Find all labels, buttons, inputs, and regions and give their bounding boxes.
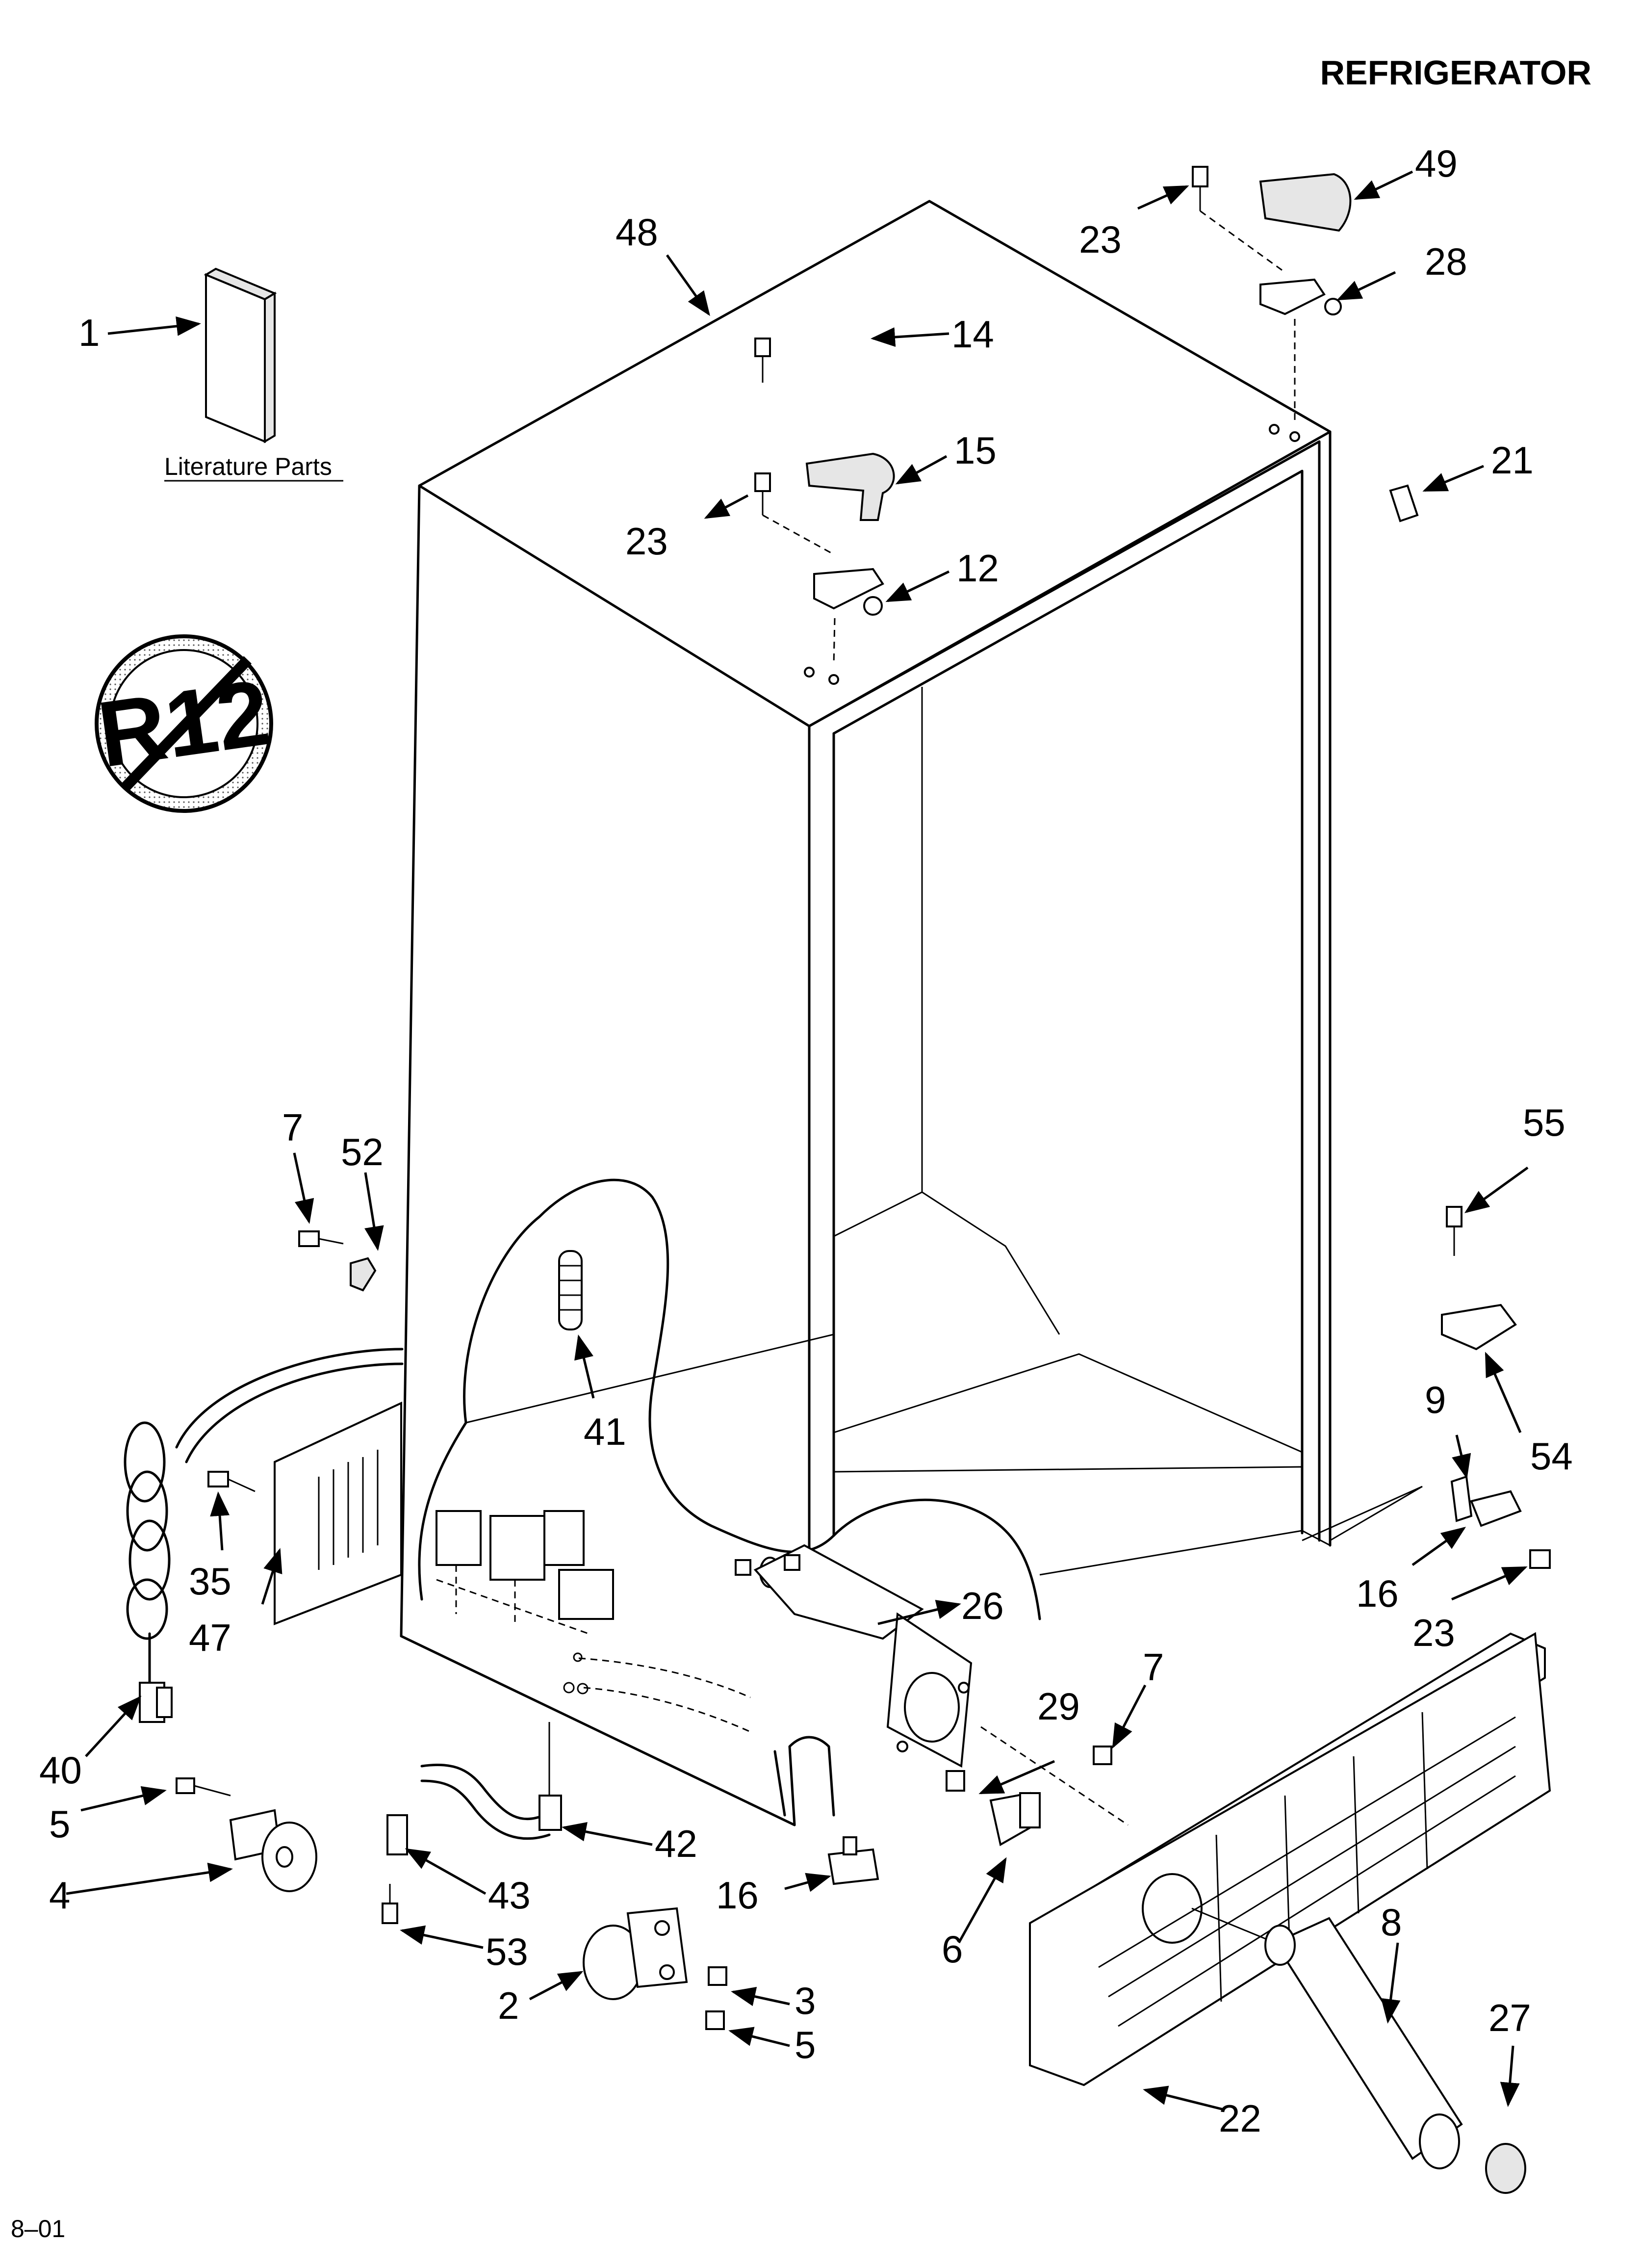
callout-22: 22 (1219, 2097, 1261, 2140)
callout-52: 52 (341, 1130, 384, 1173)
callout-41: 41 (584, 1410, 626, 1453)
water-tube (382, 1722, 562, 1924)
callout-14: 14 (951, 313, 994, 356)
callout-26: 26 (961, 1584, 1004, 1627)
relay-assembly (436, 1510, 614, 1635)
callout-8: 8 (1381, 1901, 1402, 1944)
callout-3: 3 (795, 1979, 816, 2022)
callout-21: 21 (1491, 439, 1534, 482)
callout-28: 28 (1425, 240, 1467, 283)
callout-7-right: 7 (1143, 1645, 1164, 1689)
callout-5-left: 5 (49, 1802, 70, 1846)
no-r12-icon: R12 (92, 634, 276, 813)
top-hinge-left (754, 338, 895, 685)
callout-53: 53 (486, 1930, 528, 1973)
power-cord (124, 1348, 404, 1723)
filter-housing (735, 1544, 973, 1768)
page-code: 8–01 (11, 2215, 65, 2242)
roller-assembly (176, 1777, 317, 1892)
callout-40: 40 (39, 1748, 82, 1792)
callout-47: 47 (189, 1616, 231, 1659)
cabinet (400, 200, 1423, 1638)
callout-9: 9 (1425, 1378, 1446, 1421)
callout-6: 6 (942, 1928, 963, 1971)
rear-leveler (583, 1907, 727, 2030)
filter-cartridge (1191, 1907, 1526, 2194)
callout-54: 54 (1530, 1434, 1573, 1478)
callout-49: 49 (1415, 142, 1458, 185)
callout-7-left: 7 (282, 1106, 303, 1149)
callout-15: 15 (954, 429, 997, 472)
top-hinge-right (1192, 166, 1352, 442)
callout-5-right: 5 (795, 2023, 816, 2066)
leader-arrows (66, 170, 1529, 2111)
spring-part (558, 1250, 583, 1330)
screw-and-clip-7-52 (298, 1230, 377, 1292)
bracket-16-bottom (827, 1836, 879, 1885)
control-cover (207, 1401, 402, 1625)
callout-35: 35 (189, 1560, 231, 1603)
cabinet-cutaway (400, 1178, 1041, 1826)
callout-55: 55 (1523, 1101, 1565, 1144)
callout-23-top: 23 (625, 520, 668, 563)
callout-29: 29 (1037, 1685, 1080, 1728)
callout-12: 12 (956, 547, 999, 590)
callout-1: 1 (78, 311, 100, 354)
bracket-6 (946, 1726, 1129, 1847)
callout-4: 4 (49, 1874, 70, 1917)
literature-booklet (204, 267, 277, 443)
bracket-54-55 (1441, 1206, 1517, 1351)
page-title: REFRIGERATOR (1320, 53, 1591, 92)
plug-part-21 (1389, 484, 1419, 522)
base-grille (1029, 1632, 1551, 2086)
callout-43: 43 (488, 1874, 531, 1917)
callout-16-bottom: 16 (716, 1874, 759, 1917)
bracket-9-16 (1330, 1475, 1551, 1569)
callout-16-right: 16 (1356, 1572, 1399, 1615)
callout-23-right: 23 (1079, 218, 1122, 261)
literature-label: Literature Parts (164, 453, 332, 480)
callout-2: 2 (498, 1984, 519, 2027)
callout-23-bottom: 23 (1412, 1611, 1455, 1654)
callout-48: 48 (616, 210, 658, 254)
callout-42: 42 (655, 1822, 697, 1865)
callout-27: 27 (1488, 1996, 1531, 2039)
